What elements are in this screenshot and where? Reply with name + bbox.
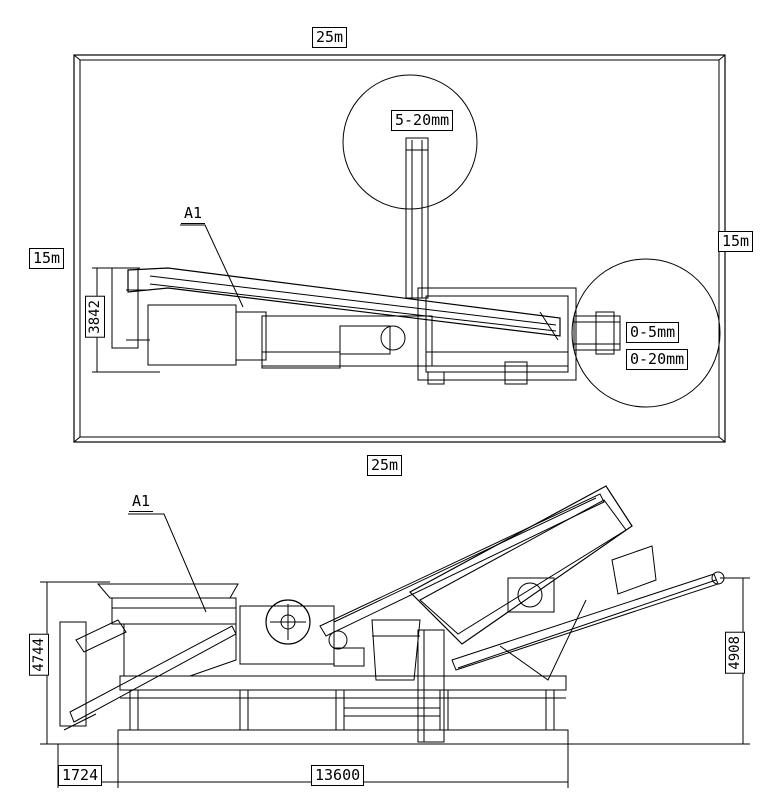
site-width-label-bottom: 25m (367, 455, 403, 476)
right-conveyor (573, 311, 621, 355)
length-dim-main: 13600 (311, 765, 365, 786)
height-dim-right: 4908 (725, 632, 745, 674)
feed-hopper (96, 583, 239, 677)
base-frame (117, 675, 569, 745)
stockpile-circle-top (342, 74, 478, 210)
stockpile-circle-right (571, 258, 721, 408)
crusher (239, 599, 365, 667)
callout-leader-side (128, 513, 207, 613)
callout-a1-top: A1 (181, 204, 206, 224)
site-width-label-top: 25m (312, 27, 348, 48)
pile-label-5-20mm: 5-20mm (391, 110, 454, 131)
site-height-label-right: 15m (718, 231, 754, 252)
pile-label-0-5mm: 0-5mm (626, 322, 680, 343)
length-dim-front: 1724 (58, 765, 103, 786)
site-height-label-left: 15m (29, 248, 65, 269)
long-conveyor-side (319, 493, 605, 637)
plant-plan-view (111, 267, 577, 385)
feed-conveyor-side (59, 619, 237, 731)
right-discharge-conveyor-side (451, 571, 725, 671)
vibrating-screen (409, 485, 657, 645)
vertical-conveyor (405, 137, 429, 299)
height-dim-left: 4744 (29, 634, 49, 676)
pile-label-0-20mm: 0-20mm (626, 349, 689, 370)
callout-leader-top (180, 224, 244, 308)
unit-width-dimension: 3842 (85, 296, 105, 338)
inclined-conveyor-plan (127, 267, 561, 341)
screen-support (499, 599, 587, 681)
callout-a1-side: A1 (129, 492, 154, 512)
dim-4744 (40, 581, 120, 745)
cone-crusher (371, 619, 445, 743)
